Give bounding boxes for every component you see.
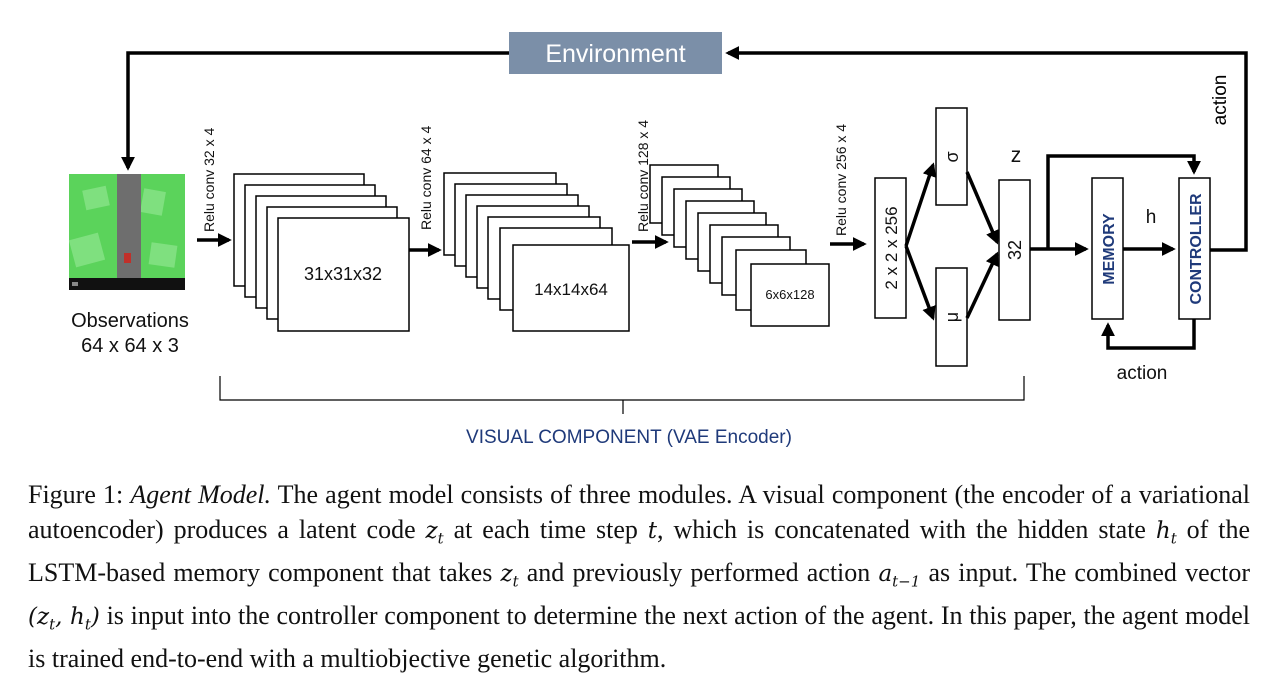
math-t: t <box>647 517 658 544</box>
conv4-label: Relu conv 256 x 4 <box>833 124 849 236</box>
conv2-label: Relu conv 64 x 4 <box>418 126 434 230</box>
caption-text-5: and previously performed action <box>526 557 871 587</box>
action-to-memory-arrow <box>1101 319 1196 350</box>
caption-text-6: as input. The combined vector <box>928 557 1251 587</box>
visual-component-label: VISUAL COMPONENT (VAE Encoder) <box>466 427 792 448</box>
memory-box <box>1091 177 1124 320</box>
layer1-size-label: 31x31x32 <box>304 264 382 284</box>
layer-stack-3 <box>649 164 830 327</box>
agent-model-diagram: Environment action Observations 64 x 64 … <box>68 32 1248 448</box>
math-h-t: ht <box>1155 517 1177 548</box>
layer-stack-1 <box>233 173 410 332</box>
z-label: z <box>1011 144 1022 167</box>
z-box <box>998 179 1031 321</box>
layer2-size-label: 14x14x64 <box>534 280 608 299</box>
environment-to-observation-arrow <box>121 51 509 171</box>
sigma-to-z-arrow <box>965 171 1000 245</box>
caption-text-1: The agent model consists of three module… <box>28 480 1250 544</box>
environment-label: Environment <box>545 40 685 68</box>
sigma-label: σ <box>942 151 962 162</box>
z-to-controller-arrow <box>1046 154 1201 249</box>
layer3-size-label: 6x6x128 <box>765 287 814 302</box>
conv3-label: Relu conv 128 x 4 <box>635 120 651 232</box>
environment-box <box>509 32 722 74</box>
observations-label: Observations <box>71 310 189 332</box>
figure-title: Agent Model. <box>130 480 271 509</box>
math-a-t-1: at−1 <box>878 560 921 591</box>
action-right-label: action <box>1210 75 1231 126</box>
figure-caption: Figure 1: Agent Model. The agent model c… <box>28 478 1250 676</box>
observation-image <box>68 174 185 290</box>
visual-component-bracket <box>219 376 1025 414</box>
conv1-label: Relu conv 32 x 4 <box>201 128 217 232</box>
layer-stack-2 <box>443 172 630 332</box>
action-to-environment-arrow <box>725 46 1248 252</box>
flat-to-mu-arrow <box>904 245 936 321</box>
mu-label: μ <box>942 312 962 322</box>
flat-feature-label: 2 x 2 x 256 <box>882 206 901 289</box>
math-combined-vector: (zt, ht) <box>28 603 100 634</box>
caption-text-2: at each time step <box>453 514 638 544</box>
flat-to-sigma-arrow <box>904 162 937 247</box>
mu-box <box>935 267 968 367</box>
memory-label: MEMORY <box>1101 213 1118 285</box>
math-z-t: zt <box>425 517 444 548</box>
action-bottom-label: action <box>1117 363 1168 384</box>
mu-to-z-arrow <box>965 251 999 319</box>
h-label: h <box>1146 207 1157 228</box>
sigma-box <box>935 107 968 206</box>
z-size-label: 32 <box>1005 240 1025 260</box>
caption-text-3: , which is concatenated with the hidden … <box>657 514 1146 544</box>
math-z-t-2: zt <box>500 560 519 591</box>
controller-label: CONTROLLER <box>1188 193 1205 305</box>
observations-size-label: 64 x 64 x 3 <box>81 335 179 357</box>
caption-text-7: is input into the controller component t… <box>28 600 1250 673</box>
figure-number: Figure 1: <box>28 480 124 509</box>
caption-text-4: of the LSTM-based memory component that … <box>28 514 1251 587</box>
